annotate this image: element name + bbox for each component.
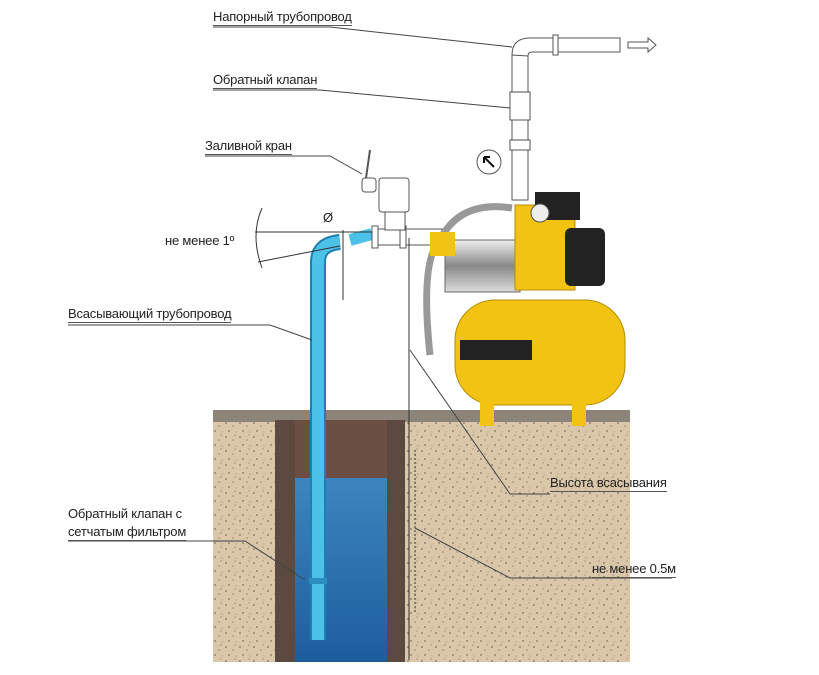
tee (384, 209, 406, 231)
hose (423, 237, 443, 356)
label-foot-valve-2: сетчатым фильтром (68, 524, 187, 541)
well-air (295, 420, 387, 478)
flow-arrow-icon (627, 36, 657, 54)
suction-line (361, 149, 443, 249)
label-slope: не менее 1º (165, 233, 235, 248)
label-diameter: Ø (323, 210, 333, 225)
brand-plate (460, 340, 532, 360)
pump-body (444, 239, 521, 293)
slope-marks (255, 207, 416, 660)
label-suction-height: Высота всасывания (550, 475, 667, 492)
foot-valve (309, 578, 327, 584)
label-check-valve: Обратный клапан (213, 72, 318, 89)
label-discharge-pipe: Напорный трубопровод (213, 9, 352, 26)
label-suction-pipe: Всасывающий трубопровод (68, 306, 232, 323)
leader-lines (68, 26, 672, 581)
label-min-depth: не менее 0.5м (592, 561, 676, 578)
discharge-pipe (476, 34, 657, 201)
ground (213, 410, 630, 662)
label-fill-valve: Заливной кран (205, 138, 292, 155)
well-water (295, 478, 387, 662)
fill-valve (378, 177, 410, 213)
motor (565, 228, 605, 286)
pump-station (423, 192, 626, 426)
check-valve (509, 91, 531, 121)
label-foot-valve-1: Обратный клапан с (68, 506, 182, 521)
